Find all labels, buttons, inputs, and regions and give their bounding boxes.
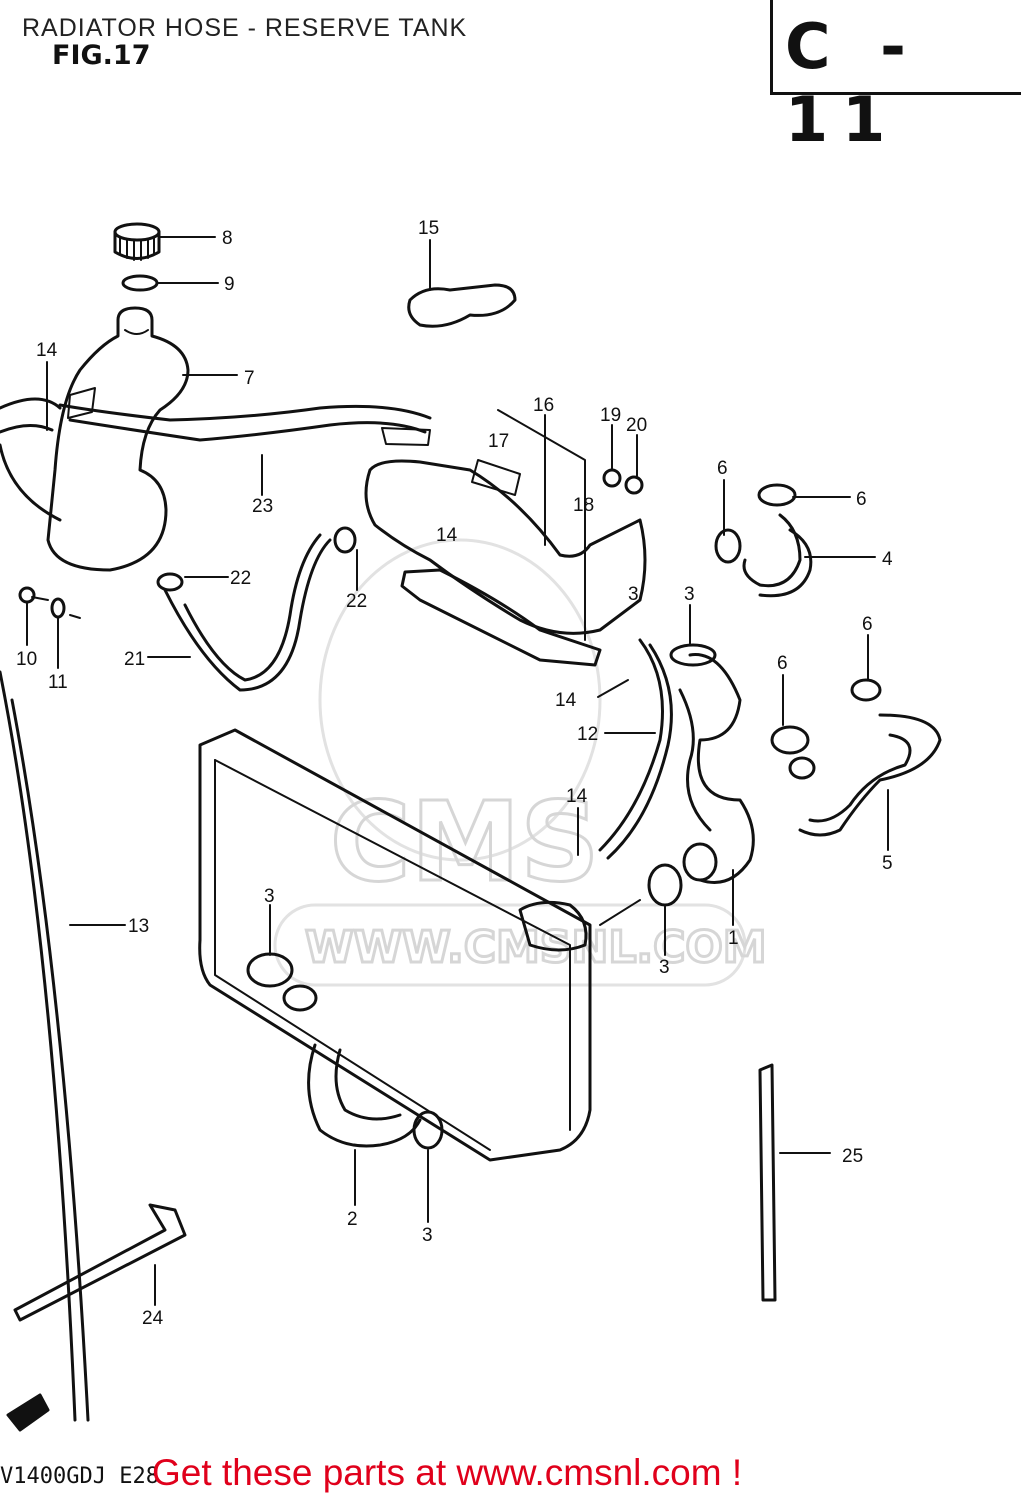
water-hose-upper xyxy=(742,513,813,598)
callout-25: 25 xyxy=(842,1146,863,1167)
radiator-outlet-hose xyxy=(307,1043,422,1148)
callout-6: 6 xyxy=(862,614,873,635)
callout-3: 3 xyxy=(684,584,695,605)
callout-labels: 8 9 15 14 7 16 19 20 17 6 6 23 18 14 4 2… xyxy=(16,218,893,1329)
radiator-cap xyxy=(518,900,588,952)
callout-15: 15 xyxy=(418,218,439,239)
washer-small xyxy=(624,475,644,495)
callout-16: 16 xyxy=(533,395,554,416)
callout-5: 5 xyxy=(882,853,893,874)
washer xyxy=(121,274,159,292)
callout-14: 14 xyxy=(566,786,588,807)
callout-1: 1 xyxy=(728,928,739,949)
promo-link[interactable]: Get these parts at www.cmsnl.com ! xyxy=(152,1452,743,1493)
radiator xyxy=(198,728,592,1162)
callout-6: 6 xyxy=(777,653,788,674)
bracket xyxy=(400,568,602,667)
nut xyxy=(602,468,622,488)
callout-23: 23 xyxy=(252,496,273,517)
callout-7: 7 xyxy=(244,368,255,389)
callout-12: 12 xyxy=(577,724,598,745)
callout-11: 11 xyxy=(48,672,68,693)
overflow-hose xyxy=(0,397,427,442)
callout-6: 6 xyxy=(717,458,728,479)
direction-arrow-icon xyxy=(6,1393,50,1432)
callout-17: 17 xyxy=(488,431,509,452)
callout-24: 24 xyxy=(142,1308,164,1329)
callout-6: 6 xyxy=(856,489,867,510)
callout-18: 18 xyxy=(573,495,594,516)
callout-19: 19 xyxy=(600,405,621,426)
callout-20: 20 xyxy=(626,415,647,436)
callout-13: 13 xyxy=(128,916,149,937)
callout-10: 10 xyxy=(16,649,37,670)
callout-14: 14 xyxy=(36,340,58,361)
figure-number: FIG.17 xyxy=(52,40,151,71)
callout-22: 22 xyxy=(230,568,251,589)
callout-3: 3 xyxy=(422,1225,433,1246)
radiator-inlet-hose xyxy=(678,653,755,884)
hose-clamp-band xyxy=(407,283,517,328)
bolt xyxy=(471,459,521,496)
watermark: CMS WWW.CMSNL.COM xyxy=(273,538,768,987)
callout-14: 14 xyxy=(436,525,458,546)
hose-clip xyxy=(156,572,184,592)
drain-hose xyxy=(0,670,90,1422)
breather-hose xyxy=(598,638,673,860)
water-hose-right xyxy=(798,713,942,837)
callout-3: 3 xyxy=(659,957,670,978)
washer-small xyxy=(50,597,66,619)
callout-9: 9 xyxy=(224,274,235,295)
callout-2: 2 xyxy=(347,1209,358,1230)
section-code-box xyxy=(770,0,1021,95)
reserve-tank xyxy=(46,306,190,572)
callout-22: 22 xyxy=(346,591,367,612)
reserve-tank-cap xyxy=(113,222,161,261)
callout-3: 3 xyxy=(628,584,639,605)
tie-rod xyxy=(758,1063,777,1302)
hose-clip xyxy=(333,526,357,554)
bolt-small xyxy=(18,586,36,604)
callout-21: 21 xyxy=(124,649,145,670)
callout-3: 3 xyxy=(264,886,275,907)
callout-4: 4 xyxy=(882,549,893,570)
callout-8: 8 xyxy=(222,228,233,249)
radiator-to-tank-hose xyxy=(163,533,332,692)
diagram-title: RADIATOR HOSE - RESERVE TANK xyxy=(22,14,468,42)
callout-14: 14 xyxy=(555,690,577,711)
model-code: V1400GDJ E28 xyxy=(0,1464,159,1489)
section-code: C - 11 xyxy=(785,10,920,156)
cable-tie xyxy=(13,1203,187,1322)
